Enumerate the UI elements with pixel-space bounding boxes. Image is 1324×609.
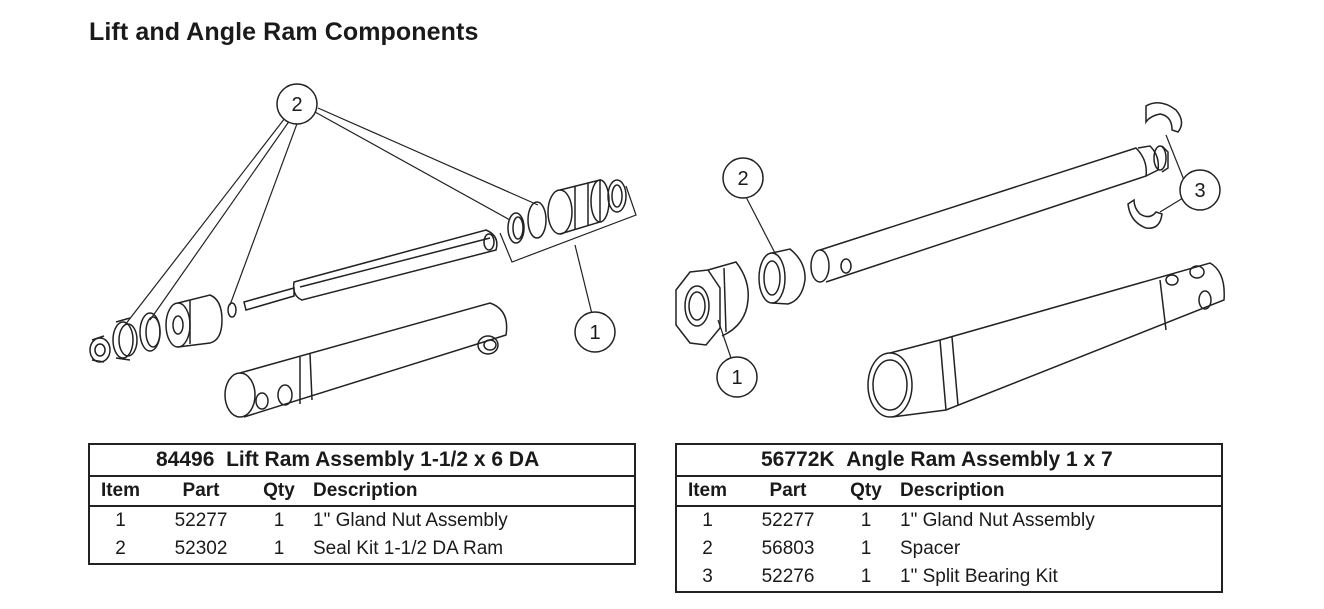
cell-description: Seal Kit 1-1/2 DA Ram	[313, 538, 504, 559]
angle-ram-parts-table: 56772K Angle Ram Assembly 1 x 7 Item Par…	[675, 443, 1223, 593]
angle-leader-lines	[717, 134, 1185, 359]
cell-description: Spacer	[900, 538, 961, 559]
cell-item: 2	[115, 538, 126, 559]
lift-barrel	[224, 302, 508, 418]
angle-callout-circle-2	[722, 157, 764, 199]
assembly-part-number: 56772K	[761, 448, 835, 471]
lift-leader-lines	[124, 107, 539, 326]
table-row: 2 56803 1 Spacer	[676, 535, 1222, 563]
cell-qty: 1	[860, 566, 872, 587]
angle-callout-circle-1	[716, 356, 758, 398]
table-caption-row: 84496 Lift Ram Assembly 1-1/2 x 6 DA	[89, 444, 635, 477]
assembly-name: Angle Ram Assembly 1 x 7	[846, 448, 1113, 471]
assembly-part-number: 84496	[156, 448, 215, 471]
cell-item: 3	[702, 566, 713, 587]
angle-barrel	[867, 262, 1225, 418]
lift-callout-circle-1	[574, 311, 616, 353]
angle-callout-circle-3	[1179, 169, 1221, 211]
lift-seal-ring-1	[112, 317, 138, 361]
lift-callout-1: 1	[589, 322, 600, 344]
lift-callout-2: 2	[291, 94, 302, 116]
lift-ram-parts-table: 84496 Lift Ram Assembly 1-1/2 x 6 DA Ite…	[88, 443, 636, 565]
table-header-row: Item Part Qty Description	[676, 476, 1222, 507]
table-row: 2 52302 1 Seal Kit 1-1/2 DA Ram	[89, 535, 635, 564]
lift-rod	[243, 229, 498, 311]
table-caption-row: 56772K Angle Ram Assembly 1 x 7	[676, 444, 1222, 477]
lift-piston	[165, 294, 223, 348]
col-header-item: Item	[89, 476, 151, 507]
lift-gland-nut	[547, 179, 627, 235]
angle-spacer	[758, 248, 806, 305]
col-header-qty: Qty	[838, 476, 894, 507]
angle-gland-nut	[675, 261, 749, 346]
table-row: 3 52276 1 1" Split Bearing Kit	[676, 563, 1222, 592]
page-title: Lift and Angle Ram Components	[89, 18, 479, 46]
angle-rod	[810, 145, 1169, 283]
lift-piston-nut	[89, 335, 111, 363]
angle-callout-1: 1	[731, 367, 742, 389]
cell-part: 56803	[761, 538, 815, 559]
col-header-part: Part	[151, 476, 251, 507]
cell-qty: 1	[273, 510, 285, 531]
cell-qty: 1	[860, 510, 872, 531]
angle-callout-2: 2	[737, 168, 748, 190]
cell-description: 1" Gland Nut Assembly	[900, 510, 1095, 531]
lift-callout-circle-2	[276, 83, 318, 125]
cell-description: 1" Split Bearing Kit	[900, 566, 1058, 587]
cell-item: 1	[115, 510, 126, 531]
cell-item: 2	[702, 538, 713, 559]
cell-part: 52277	[761, 510, 815, 531]
angle-split-bearing	[1127, 102, 1183, 229]
exploded-diagram: 2 1 2 1 3	[89, 83, 1225, 418]
cell-part: 52277	[174, 510, 228, 531]
angle-callout-3: 3	[1194, 180, 1205, 202]
table-row: 1 52277 1 1" Gland Nut Assembly	[676, 506, 1222, 535]
table-row: 1 52277 1 1" Gland Nut Assembly	[89, 506, 635, 535]
col-header-part: Part	[738, 476, 838, 507]
table-header-row: Item Part Qty Description	[89, 476, 635, 507]
lift-gland-bracket	[499, 185, 637, 315]
col-header-item: Item	[676, 476, 738, 507]
cell-item: 1	[702, 510, 713, 531]
cell-part: 52302	[174, 538, 228, 559]
cell-part: 52276	[761, 566, 815, 587]
lift-o-ring	[227, 302, 237, 318]
cell-qty: 1	[273, 538, 285, 559]
lift-seal-ring-2	[139, 312, 161, 352]
col-header-description: Description	[894, 476, 1222, 507]
col-header-qty: Qty	[251, 476, 307, 507]
cell-qty: 1	[860, 538, 872, 559]
assembly-name: Lift Ram Assembly 1-1/2 x 6 DA	[226, 448, 540, 471]
lift-rod-seals	[507, 201, 547, 244]
cell-description: 1" Gland Nut Assembly	[313, 510, 508, 531]
col-header-description: Description	[307, 476, 635, 507]
